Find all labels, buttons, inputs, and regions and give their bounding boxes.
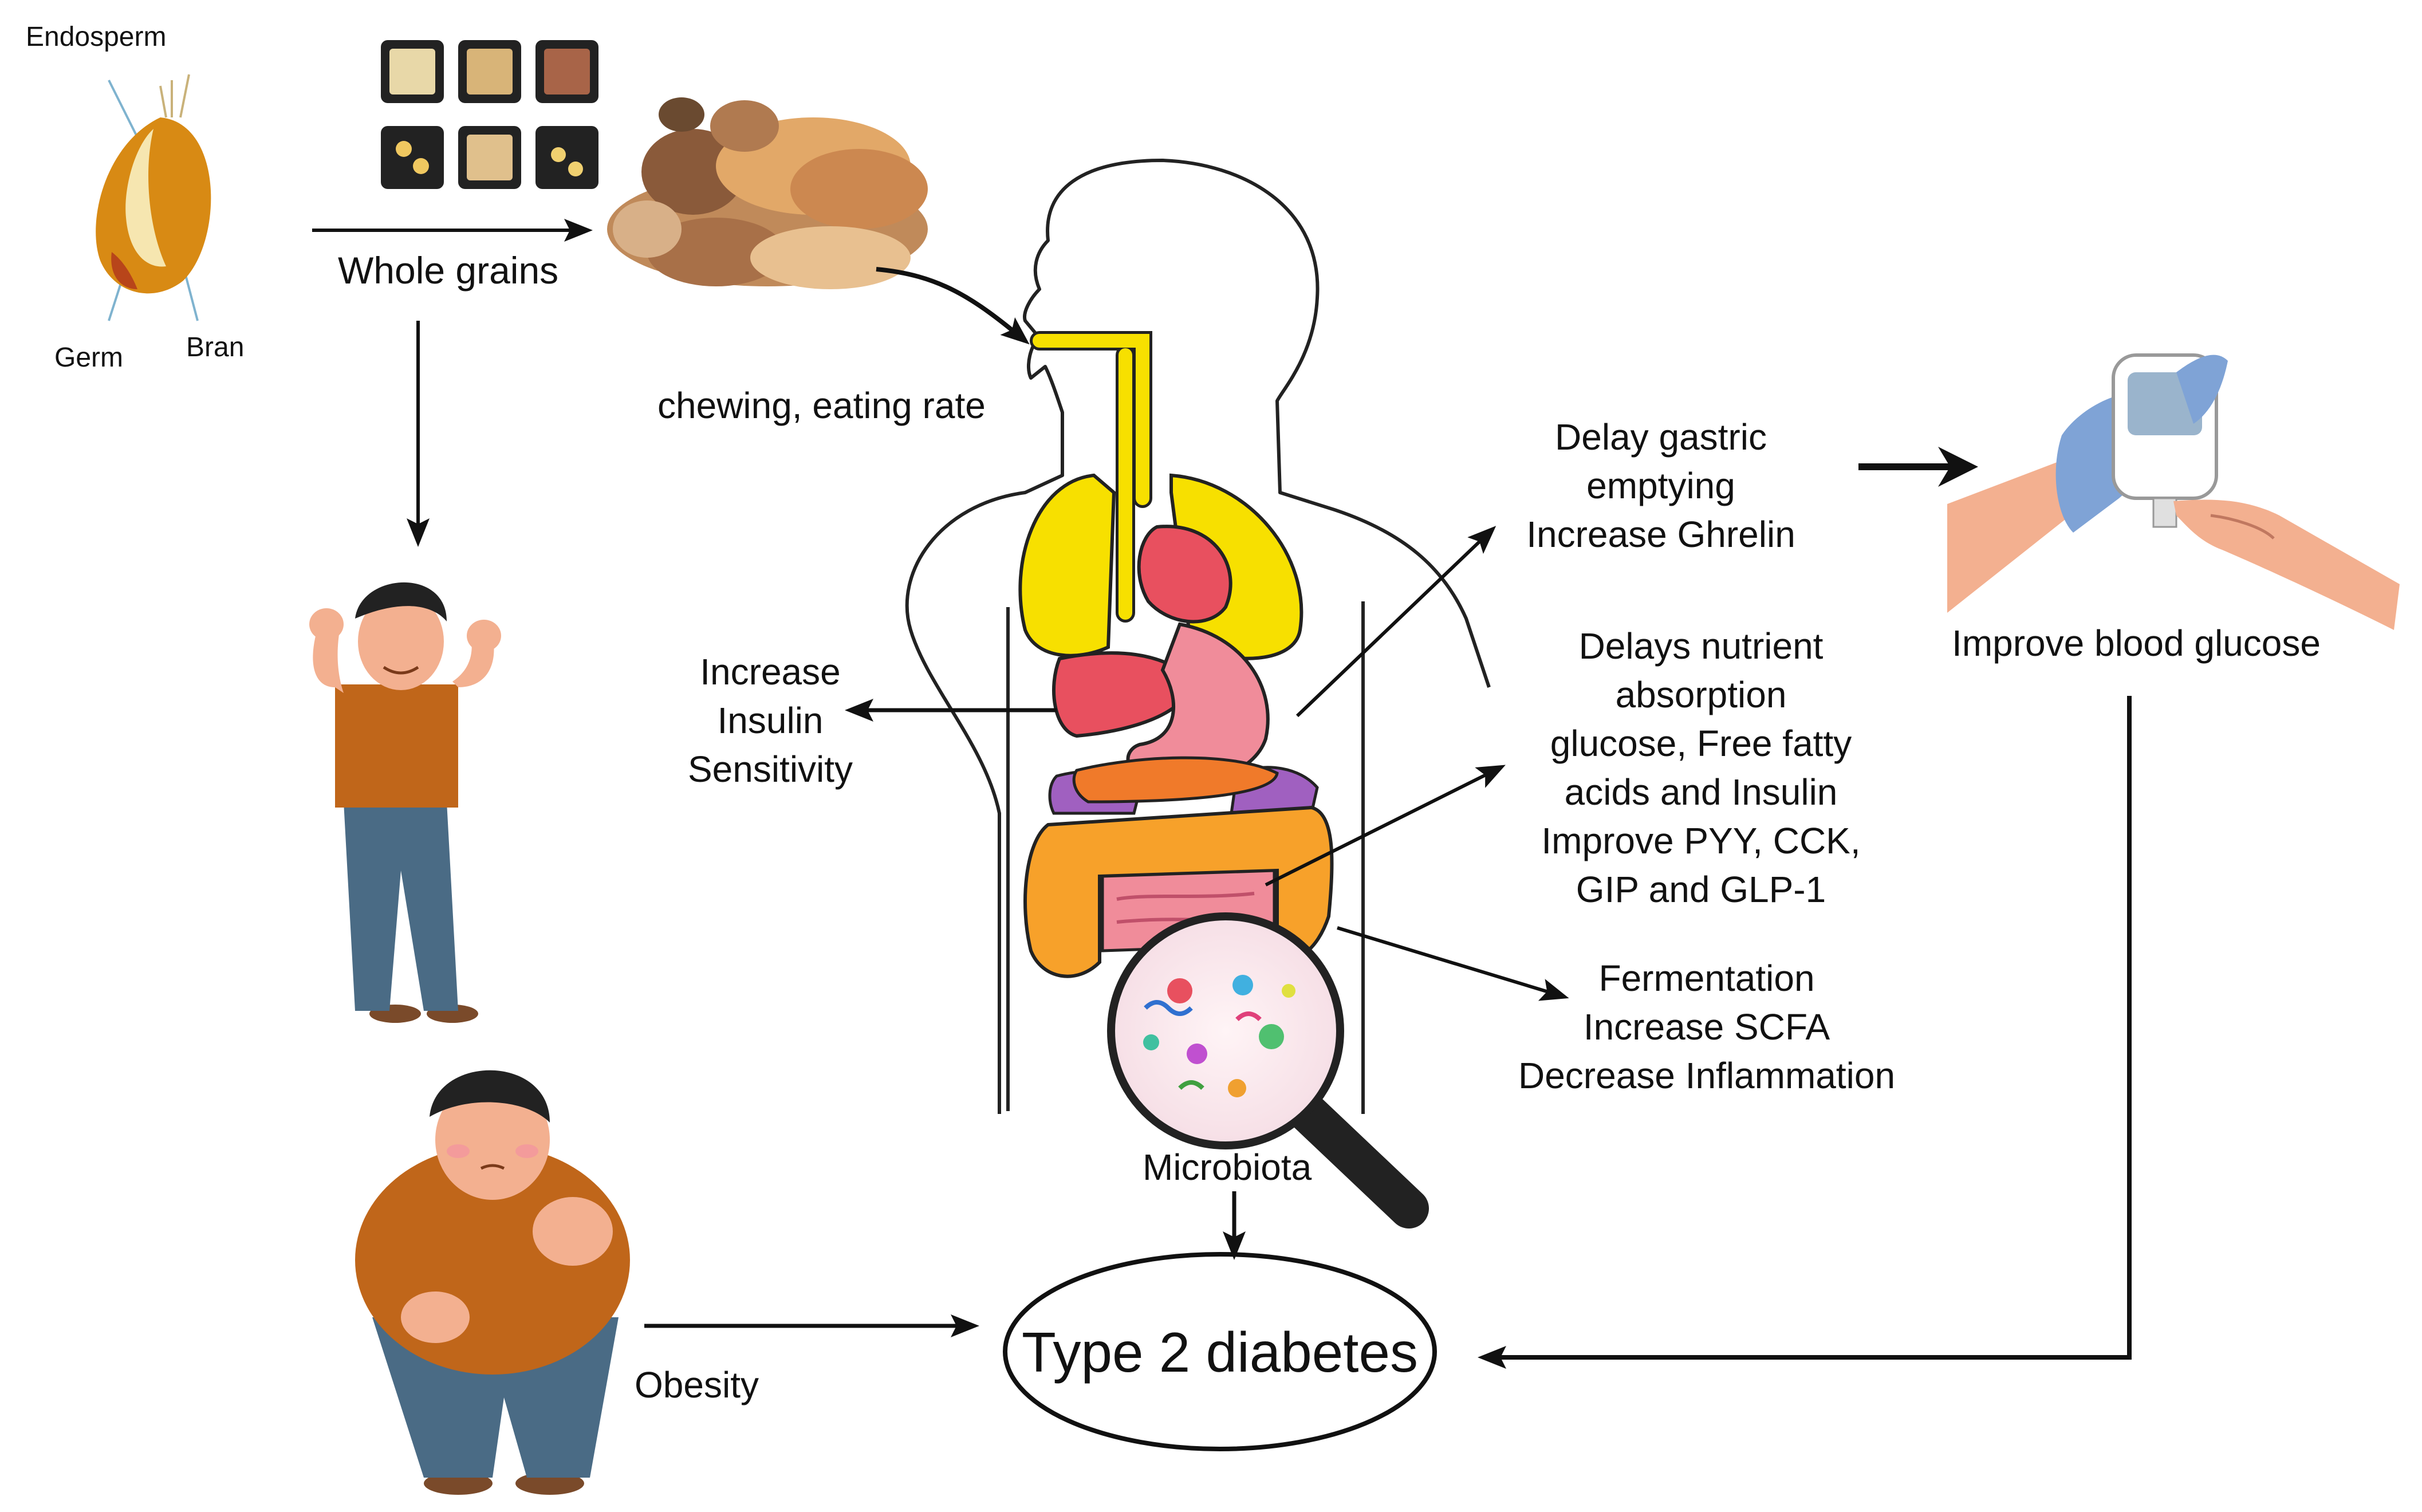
arrow-stomach-to-gastric <box>1295 526 1496 718</box>
t2d-ellipse <box>1003 1252 1437 1451</box>
gastric-line: emptying <box>1586 465 1735 506</box>
label-fermentation: Fermentation Increase SCFA Decrease Infl… <box>1518 958 1895 1096</box>
fit-person-icon <box>309 582 501 1023</box>
label-bran: Bran <box>186 332 244 363</box>
nutrient-line: GIP and GLP-1 <box>1576 869 1826 910</box>
insulin-line: Increase <box>700 651 840 692</box>
grain-samples-icon <box>381 40 598 189</box>
insulin-line: Insulin <box>718 700 824 741</box>
label-obesity: Obesity <box>635 1364 759 1405</box>
fermentation-line: Increase SCFA <box>1584 1006 1830 1048</box>
glucometer-icon <box>1947 353 2400 630</box>
label-type-2-diabetes: Type 2 diabetes <box>1022 1321 1418 1384</box>
label-endosperm: Endosperm <box>26 22 166 52</box>
arrow-glucose-to-t2d <box>1478 696 2132 1369</box>
nutrient-line: Delays nutrient <box>1579 625 1824 667</box>
label-germ: Germ <box>54 342 123 373</box>
label-microbiota: Microbiota <box>1143 1147 1312 1188</box>
arrow-colon-to-fermentation <box>1337 926 1569 1001</box>
nutrient-line: Improve PYY, CCK, <box>1541 820 1860 861</box>
human-body-icon <box>905 159 1491 1114</box>
magnifier-icon <box>1107 912 1429 1228</box>
nutrient-line: acids and Insulin <box>1565 771 1838 813</box>
label-delay-gastric-emptying: Delay gastric emptying Increase Ghrelin <box>1526 416 1795 555</box>
gastric-line: Delay gastric <box>1555 416 1767 458</box>
nutrient-line: glucose, Free fatty <box>1550 723 1852 764</box>
arrow-foods-to-mouth <box>876 267 1030 345</box>
label-increase-insulin-sensitivity: Increase Insulin Sensitivity <box>688 651 853 790</box>
nutrient-line: absorption <box>1616 674 1787 715</box>
wheat-grain-icon <box>96 74 211 321</box>
insulin-line: Sensitivity <box>688 749 853 790</box>
label-delays-nutrient-absorption: Delays nutrient absorption glucose, Free… <box>1541 625 1860 910</box>
label-whole-grains: Whole grains <box>338 249 558 292</box>
obese-person-icon <box>355 1070 630 1495</box>
fermentation-line: Decrease Inflammation <box>1518 1055 1895 1096</box>
label-chewing-eating-rate: chewing, eating rate <box>657 385 986 426</box>
fermentation-line: Fermentation <box>1598 958 1814 999</box>
arrow-intestine-to-nutrient <box>1265 765 1506 887</box>
whole-grain-foods-icon <box>607 97 928 289</box>
gastric-line: Increase Ghrelin <box>1526 514 1795 555</box>
label-improve-blood-glucose: Improve blood glucose <box>1952 623 2321 664</box>
